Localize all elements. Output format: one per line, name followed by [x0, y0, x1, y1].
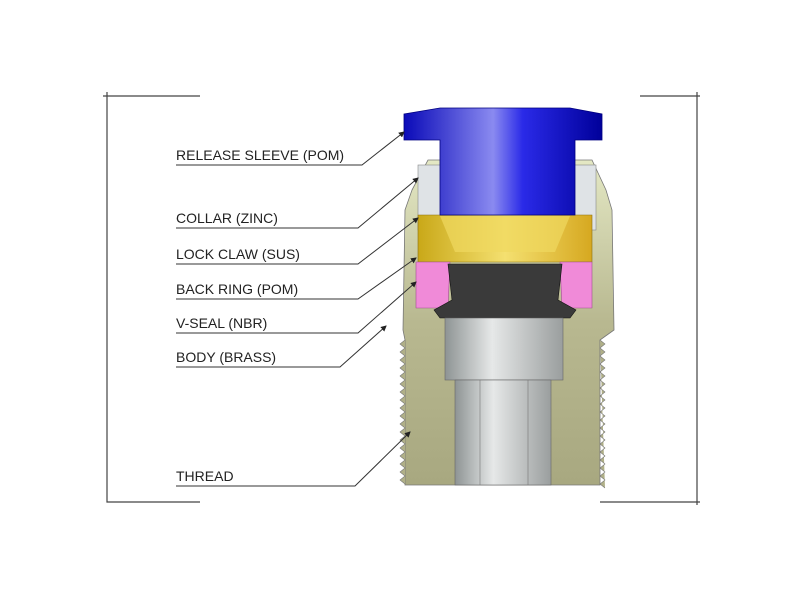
svg-text:BACK RING (POM): BACK RING (POM) [176, 281, 298, 297]
label-lock-claw: LOCK CLAW (SUS) [176, 217, 419, 265]
label-body: BODY (BRASS) [176, 325, 387, 368]
label-thread: THREAD [176, 431, 411, 487]
svg-text:BODY (BRASS): BODY (BRASS) [176, 349, 276, 365]
tube-part [454, 379, 552, 486]
svg-text:RELEASE SLEEVE (POM): RELEASE SLEEVE (POM) [176, 147, 344, 163]
back-ring-part [415, 261, 593, 309]
svg-text:COLLAR (ZINC): COLLAR (ZINC) [176, 210, 278, 226]
insert-part [444, 317, 564, 381]
svg-text:LOCK CLAW (SUS): LOCK CLAW (SUS) [176, 246, 300, 262]
label-collar: COLLAR (ZINC) [176, 177, 419, 229]
svg-text:THREAD: THREAD [176, 468, 234, 484]
thread-teeth [399, 339, 606, 489]
v-seal-part [433, 263, 577, 319]
label-back-ring: BACK RING (POM) [176, 257, 417, 300]
frame-lines [103, 92, 700, 505]
svg-text:V-SEAL (NBR): V-SEAL (NBR) [176, 315, 267, 331]
label-release-sleeve: RELEASE SLEEVE (POM) [176, 131, 405, 166]
release-sleeve-part [403, 107, 603, 216]
label-v-seal: V-SEAL (NBR) [176, 281, 417, 334]
